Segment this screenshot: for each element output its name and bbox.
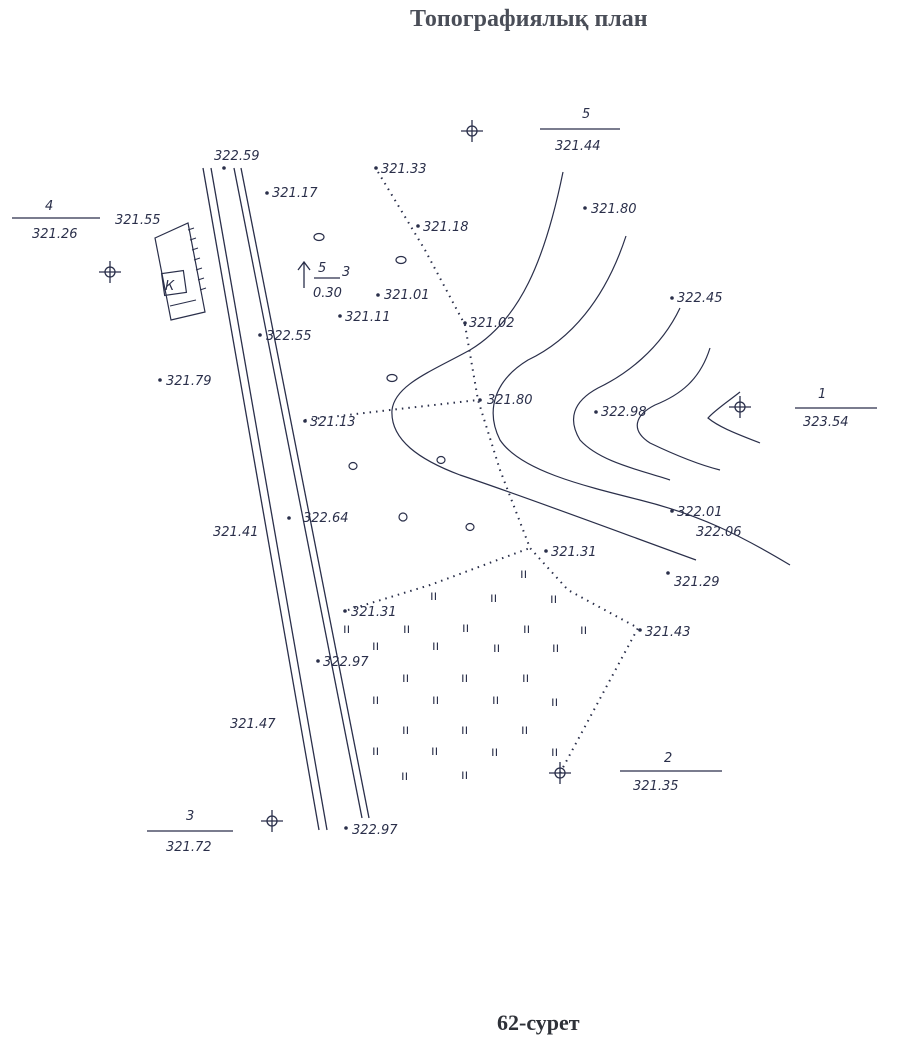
bush-symbols [313,232,475,532]
grass-symbol: ıı [461,768,468,783]
spot-height: 322.97 [352,823,398,838]
station-number: 2 [664,751,672,766]
grass-symbol: ıı [461,671,468,686]
map-title: Топографиялық план [410,6,648,32]
grass-symbol: ıı [580,623,587,638]
spot-height: 321.79 [166,374,212,389]
figure-caption: 62-сурет [497,1010,580,1035]
spot-height: 321.31 [551,545,597,560]
grass-symbol: ıı [372,744,379,759]
spot-height: 322.64 [303,511,349,526]
grass-symbol: ıı [403,622,410,637]
building: К [154,222,207,321]
grass-symbol: ıı [402,671,409,686]
spot-height: 321.47 [230,717,276,732]
grass-symbol: ıı [432,693,439,708]
grass-symbol: ıı [490,591,497,606]
tree-count: 3 [342,265,350,280]
station-number: 5 [582,107,590,122]
survey-traverse [304,171,640,774]
spot-height: 321.02 [469,316,515,331]
grass-symbol: ıı [430,589,437,604]
spot-height: 321.17 [272,186,318,201]
spot-height: 321.43 [645,625,691,640]
grass-symbol: ıı [431,744,438,759]
station-number: 4 [45,199,53,214]
station-2: 2 321.35 [549,751,722,794]
station-number: 3 [186,809,194,824]
grass-symbol: ıı [402,723,409,738]
contour-lines [391,171,791,566]
grass-symbol: ıı [462,621,469,636]
grass-symbol: ıı [521,723,528,738]
station-elevation: 321.72 [166,840,212,855]
station-elevation: 321.26 [32,227,78,242]
station-number: 1 [818,387,826,402]
contour-line [391,171,697,561]
grass-symbol: ıı [552,641,559,656]
station-5: 5 321.44 [461,107,620,154]
grass-symbol: ıı [461,723,468,738]
grass-symbol: ıı [492,693,499,708]
grass-symbol: ıı [551,745,558,760]
tree-number: 5 [318,261,326,276]
grass-symbol: ıı [551,695,558,710]
spot-height: 321.18 [423,220,469,235]
spot-height: 322.98 [601,405,647,420]
spot-height: 321.55 [115,213,161,228]
road [202,167,370,831]
tree-height: 0.30 [313,286,342,301]
spot-height: 321.01 [384,288,430,303]
station-3: 3 321.72 [147,809,283,855]
station-elevation: 321.44 [555,139,601,154]
contour-line [707,391,761,444]
contour-line [492,235,791,566]
spot-height: 322.97 [323,655,369,670]
grass-symbol: ıı [343,622,350,637]
spot-height: 321.80 [487,393,533,408]
grass-symbol: ıı [401,769,408,784]
grass-symbol: ıı [372,639,379,654]
spot-height: 322.59 [214,149,260,164]
tree-symbol: 5 3 0.30 [297,260,350,301]
grass-symbol: ıı [550,592,557,607]
contour-line [636,347,721,471]
grass-area: ıı ıı ıı ıı ıı ıı ıı ıı ıı ıı ıı ıı ıı ı… [343,567,587,784]
spot-height: 321.41 [213,525,259,540]
grass-symbol: ıı [372,693,379,708]
grass-symbol: ıı [520,567,527,582]
grass-symbol: ıı [493,641,500,656]
spot-height: 321.11 [345,310,391,325]
spot-height: 322.55 [266,329,312,344]
spot-height: 321.80 [591,202,637,217]
grass-symbol: ıı [432,639,439,654]
spot-height: 321.13 [310,415,356,430]
spot-height: 322.01 [677,505,723,520]
spot-height: 321.33 [381,162,427,177]
contour-line [572,307,681,481]
grass-symbol: ıı [522,671,529,686]
spot-height: 322.45 [677,291,723,306]
grass-symbol: ıı [491,745,498,760]
grass-symbol: ıı [523,622,530,637]
station-elevation: 323.54 [803,415,849,430]
spot-heights: 322.59 321.17 321.55 321.33 321.18 321.8… [115,149,742,838]
building-label: К [165,279,175,294]
spot-height: 321.31 [351,605,397,620]
station-1: 1 323.54 [729,387,877,430]
station-4: 4 321.26 [12,199,121,283]
spot-height: 322.06 [696,525,742,540]
station-elevation: 321.35 [633,779,679,794]
spot-height: 321.29 [674,575,720,590]
